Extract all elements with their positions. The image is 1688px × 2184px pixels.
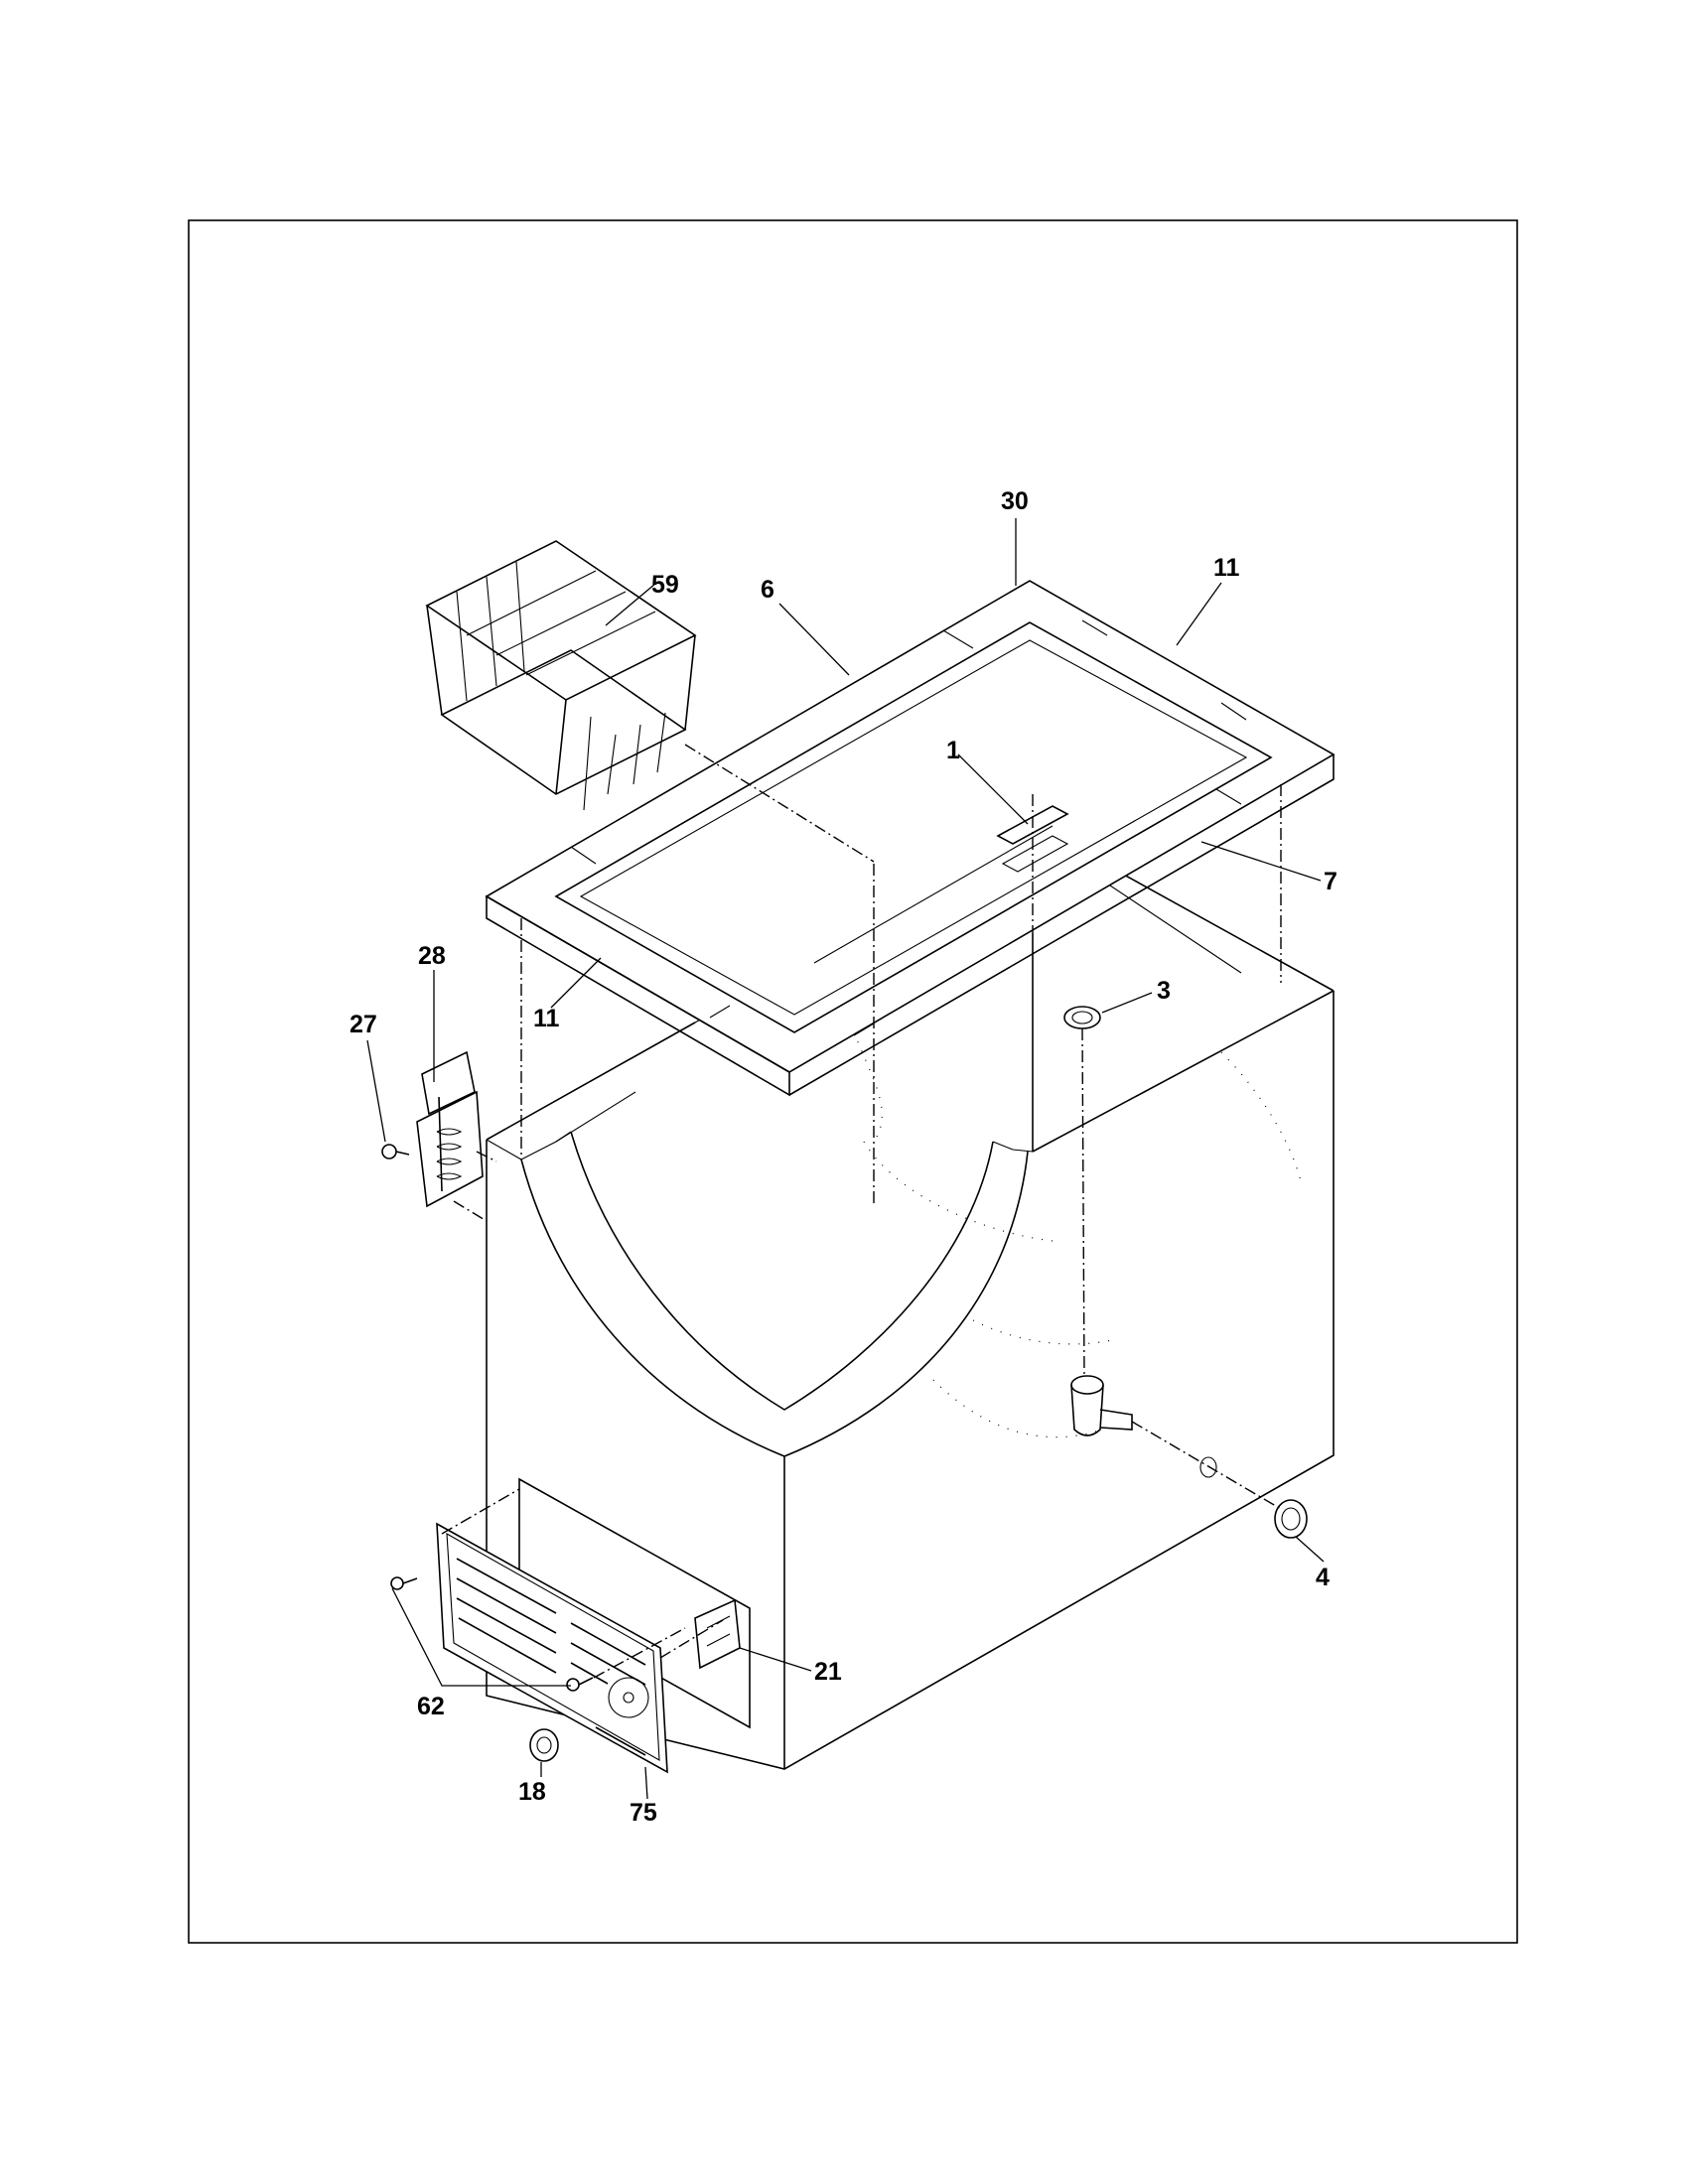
callout-4: 4	[1316, 1564, 1330, 1591]
hinge-screw	[381, 1144, 410, 1160]
callout-62: 62	[417, 1693, 445, 1720]
callout-21: 21	[814, 1658, 842, 1686]
callout-75: 75	[630, 1799, 657, 1827]
kickplate-grille	[436, 1477, 751, 1774]
callout-3: 3	[1157, 977, 1171, 1005]
drawing-frame	[188, 219, 1518, 1944]
callout-labels: 30 11 59 6 1 7 28 27 11 3 4 21 62 18 75	[350, 487, 1337, 1827]
callout-7: 7	[1324, 868, 1337, 895]
wire-basket	[425, 540, 697, 811]
lid-hinge	[416, 1050, 484, 1208]
callout-18: 18	[518, 1778, 546, 1806]
callout-11-top: 11	[1213, 554, 1240, 582]
drain-cap	[1199, 1456, 1308, 1539]
callout-6: 6	[761, 576, 774, 604]
callout-28: 28	[418, 942, 446, 970]
assembly-lines	[441, 744, 1282, 1679]
leader-lines	[366, 518, 1325, 1800]
callout-11-left: 11	[533, 1005, 560, 1032]
knob	[529, 1728, 559, 1762]
callout-59: 59	[651, 571, 679, 599]
drain-plug	[1063, 1006, 1101, 1029]
lid-liner-gasket	[485, 580, 1336, 1097]
drain-tube	[1070, 1375, 1133, 1436]
callout-1: 1	[946, 737, 960, 764]
grille-screws	[390, 1576, 594, 1692]
temperature-control	[694, 1598, 741, 1670]
callout-30: 30	[1001, 487, 1029, 515]
callout-27: 27	[350, 1011, 377, 1038]
